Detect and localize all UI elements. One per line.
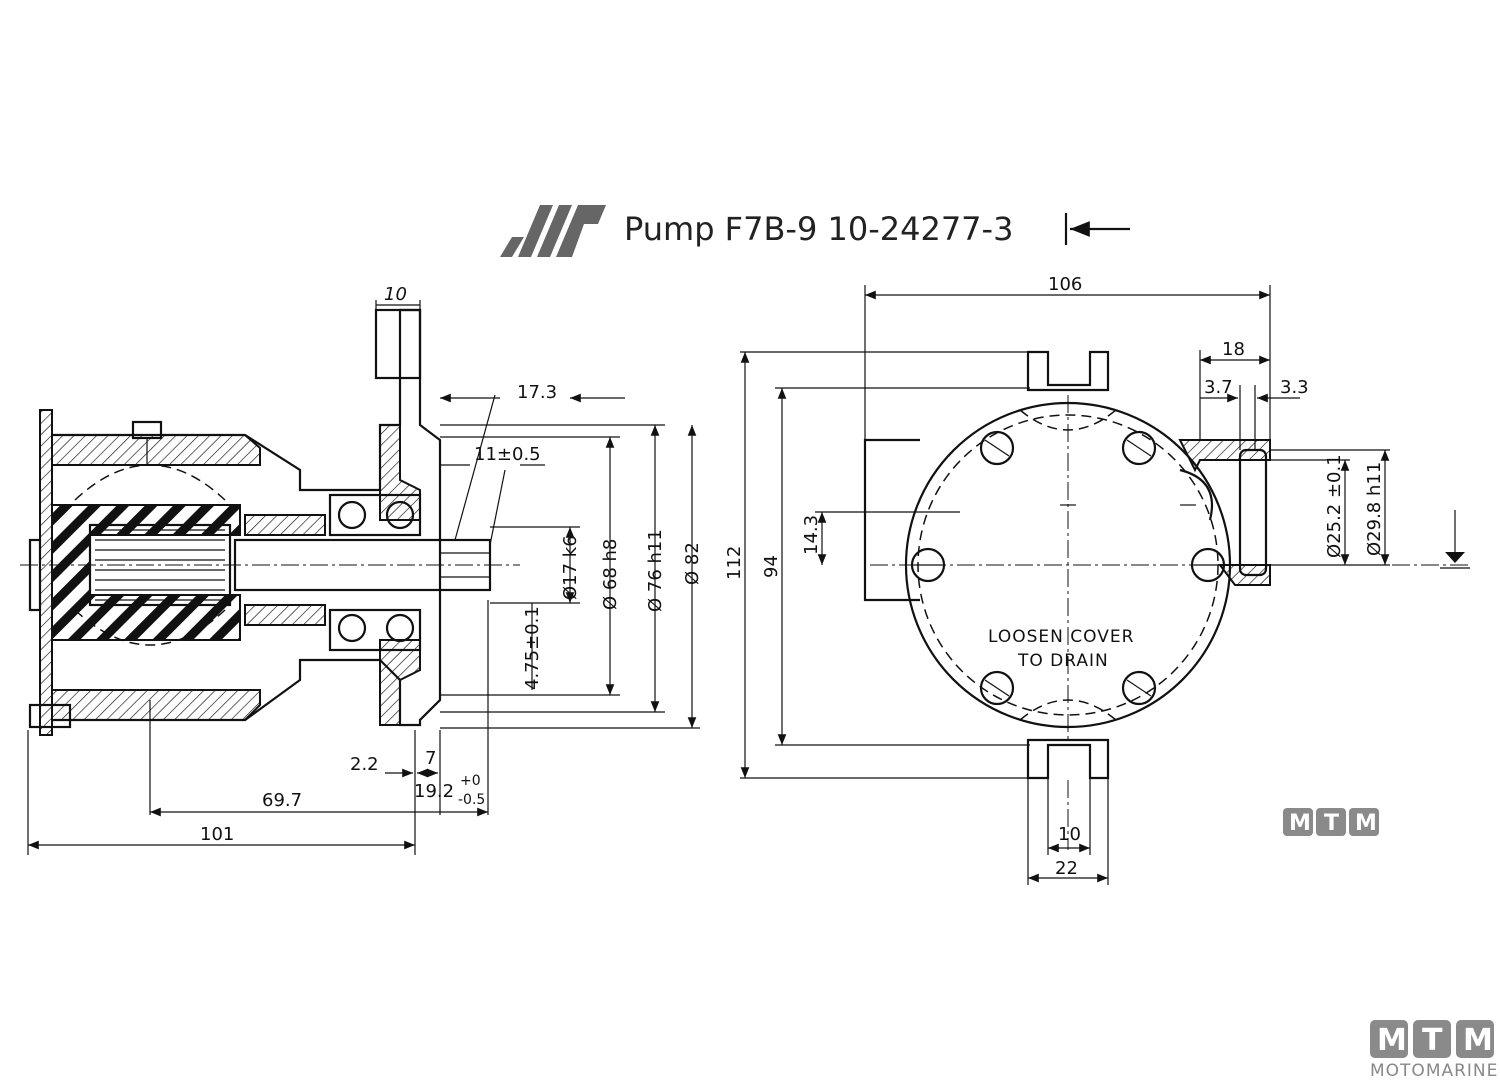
dim-82: Ø 82: [682, 542, 703, 585]
mtm-watermark-large: M T M MOTOMARINE: [1370, 1020, 1498, 1080]
dim-10: 10: [1058, 824, 1081, 845]
dim-14-3: 14.3: [801, 515, 822, 555]
wm-large-letter-2: T: [1422, 1023, 1443, 1058]
dim-7: 7: [425, 748, 436, 769]
jabsco-stripes-logo-icon: [500, 205, 606, 257]
section-arrow-icon: [1064, 213, 1130, 245]
dim-3-3: 3.3: [1280, 377, 1309, 398]
wm-small-letter-3: M: [1355, 811, 1377, 836]
side-section-view: [20, 308, 520, 736]
dim-76: Ø 76 h11: [645, 529, 666, 612]
dim-112: 112: [724, 546, 745, 580]
wm-small-letter-1: M: [1289, 811, 1311, 836]
wm-small-letter-2: T: [1324, 811, 1339, 836]
dim-2-2: 2.2: [350, 754, 379, 775]
dim-106: 106: [1048, 274, 1082, 295]
dim-69-7: 69.7: [262, 790, 302, 811]
dim-key: 4.75±0.1: [522, 606, 543, 690]
brand-name: MOTOMARINE: [1370, 1061, 1498, 1080]
side-view-dimensions: 10 17.3 11±0.5 Ø17 k6 Ø 68 h8 Ø 76 h11 Ø…: [27, 284, 703, 855]
dim-19-2: 19.2: [414, 781, 454, 802]
note-line1: LOOSEN COVER: [988, 627, 1134, 647]
dim-17-3: 17.3: [517, 382, 557, 403]
dim-3-7: 3.7: [1204, 377, 1233, 398]
front-view: LOOSEN COVER TO DRAIN: [863, 350, 1470, 850]
mtm-watermark-small: M T M: [1283, 808, 1379, 836]
dim-22: 22: [1055, 858, 1078, 879]
dim-tol-plus: +0: [460, 773, 481, 789]
page-title: Pump F7B-9 10-24277-3: [624, 210, 1013, 248]
dim-18: 18: [1222, 339, 1245, 360]
dim-101: 101: [200, 824, 234, 845]
note-line2: TO DRAIN: [1017, 651, 1109, 671]
dim-shaft-diameter: Ø17 k6: [560, 535, 581, 600]
wm-large-letter-3: M: [1463, 1023, 1493, 1058]
dim-11: 11±0.5: [474, 444, 541, 465]
dim-25-2: Ø25.2 ±0.1: [1324, 454, 1345, 558]
wm-large-letter-1: M: [1377, 1023, 1407, 1058]
impeller-vanes: [95, 529, 225, 601]
dim-29-8: Ø29.8 h11: [1364, 462, 1385, 556]
front-view-dimensions: 106 18 3.7 3.3 112 94 14.3 Ø25.2 ±0.1 Ø2…: [724, 274, 1390, 885]
dim-flange-thickness: 10: [384, 284, 407, 305]
dim-tol-minus: -0.5: [458, 792, 485, 808]
dim-94: 94: [761, 555, 782, 578]
dim-68: Ø 68 h8: [600, 539, 621, 610]
